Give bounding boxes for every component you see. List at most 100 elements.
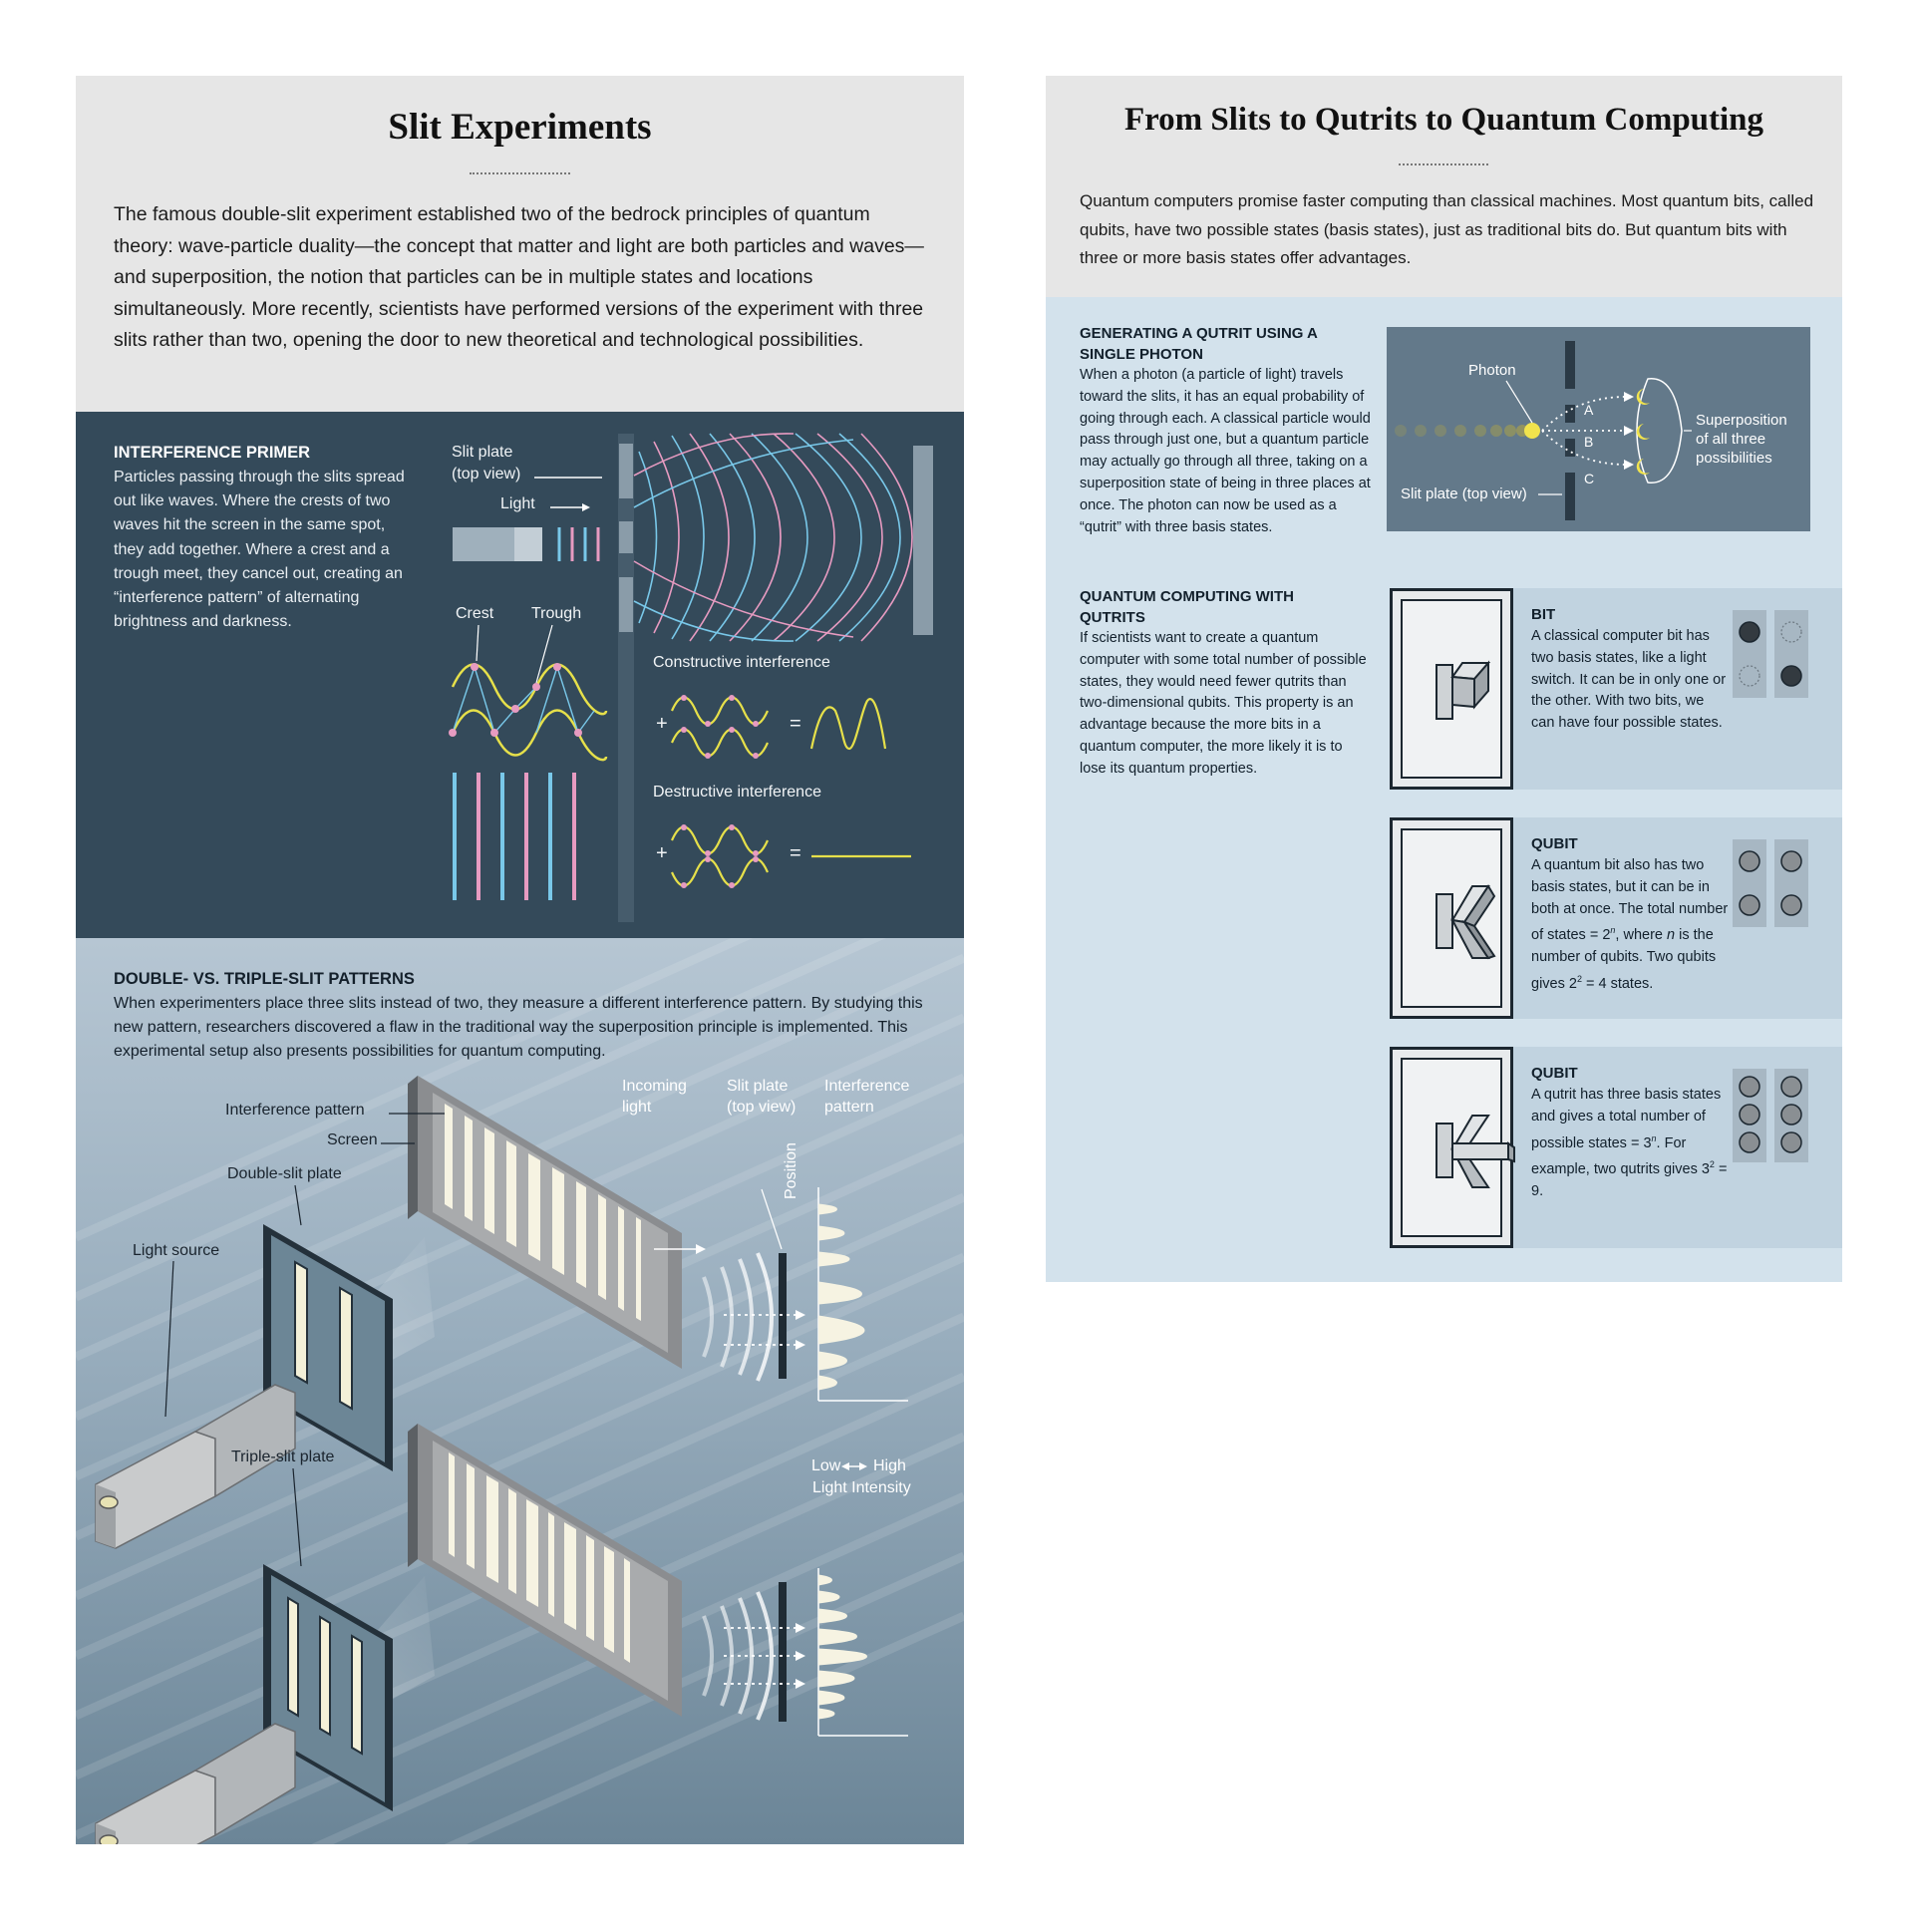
slit-c-label: C	[1584, 471, 1595, 486]
bit-state-col-2	[1774, 610, 1808, 698]
destructive-waves	[670, 825, 911, 887]
light-source-label: Light source	[133, 1242, 220, 1259]
light-source-upper	[95, 1384, 296, 1549]
right-body: GENERATING A QUTRIT USING A SINGLE PHOTO…	[1046, 297, 1842, 1282]
qubit-state-col-2	[1774, 839, 1808, 927]
slitplate-topview-sublabel: (top view)	[727, 1099, 797, 1116]
photon-dot	[1524, 423, 1540, 439]
slit-plate-label: Slit plate	[452, 444, 513, 461]
slit-1	[294, 1260, 308, 1385]
switch-three-icon	[1436, 1115, 1515, 1188]
primer-diagram	[449, 433, 933, 922]
qutrit-state-col-2	[1774, 1069, 1808, 1162]
plus-sign-2: +	[656, 842, 668, 864]
qutrit-heading-line1: GENERATING A QUTRIT USING A	[1080, 325, 1318, 342]
left-header: Slit Experiments The famous double-slit …	[76, 76, 964, 412]
right-intro-text: Quantum computers promise faster computi…	[1080, 191, 1814, 267]
plus-sign: +	[656, 713, 668, 735]
light-arrow-head	[582, 503, 590, 511]
light-intensity-label: Light Intensity	[812, 1479, 911, 1496]
qubit-heading: QUBIT	[1531, 835, 1578, 852]
upper-screen-fringes	[445, 1104, 641, 1321]
crest-trough-waves	[451, 663, 608, 762]
trough-label: Trough	[531, 605, 582, 622]
left-title: Slit Experiments	[388, 107, 652, 148]
constructive-dots	[681, 695, 759, 759]
quantum-computing-panel: From Slits to Qutrits to Quantum Computi…	[1046, 76, 1842, 1282]
photon-diagram: Photon A B C Slit plate (top view) Super…	[1387, 327, 1810, 531]
incoming-label: Incoming	[622, 1078, 687, 1095]
interference-bars	[453, 773, 576, 900]
light-label: Light	[500, 495, 535, 512]
constructive-label: Constructive interference	[653, 654, 830, 671]
interference-primer-section: INTERFERENCE PRIMER Particles passing th…	[76, 412, 964, 938]
switch-frame-3	[1390, 1047, 1515, 1248]
title-divider	[470, 172, 570, 174]
wavefront-arcs	[633, 433, 913, 642]
slit-plate-sublabel: (top view)	[452, 466, 521, 483]
incoming-sublabel: light	[622, 1099, 652, 1116]
double-triple-diagram	[76, 938, 964, 1844]
slit-a-label: A	[1584, 402, 1594, 418]
slit-experiments-panel: Slit Experiments The famous double-slit …	[76, 76, 964, 1844]
qubit-text: A quantum bit also has two basis states,…	[1531, 857, 1729, 992]
constructive-waves	[670, 696, 887, 758]
left-intro-text: The famous double-slit experiment establ…	[114, 203, 924, 352]
slit-2	[339, 1286, 353, 1411]
primer-text: Particles passing through the slits spre…	[114, 469, 405, 631]
lower-screen-fringes	[449, 1452, 630, 1663]
detection-screen	[913, 446, 933, 635]
computing-heading-line1: QUANTUM COMPUTING WITH	[1080, 588, 1294, 605]
photon-trail	[1395, 425, 1538, 437]
patterns-heading: DOUBLE- VS. TRIPLE-SLIT PATTERNS	[114, 970, 415, 988]
computing-text: If scientists want to create a quantum c…	[1080, 630, 1367, 777]
qubit-card: QUBIT A quantum bit also has two basis s…	[1390, 817, 1842, 1019]
double-slit-plate-label: Double-slit plate	[227, 1165, 342, 1182]
patterns-text: When experimenters place three slits ins…	[114, 995, 923, 1061]
qutrit-card-text: A qutrit has three basis states and give…	[1531, 1087, 1728, 1199]
switch-up-icon	[1436, 660, 1491, 720]
qubit-state-col-1	[1733, 839, 1766, 927]
right-title: From Slits to Qutrits to Quantum Computi…	[1123, 102, 1764, 138]
interference-pattern-label: Interference pattern	[225, 1102, 365, 1119]
destructive-label: Destructive interference	[653, 784, 821, 801]
crest-label: Crest	[456, 605, 494, 622]
light-source-lower	[95, 1723, 296, 1844]
qutrit-heading: QUBIT	[1531, 1065, 1578, 1082]
superposition-label-2: of all three	[1696, 431, 1766, 448]
double-triple-slit-section: DOUBLE- VS. TRIPLE-SLIT PATTERNS When ex…	[76, 938, 964, 1844]
background-stripes	[76, 938, 964, 1844]
switch-frame-2	[1390, 817, 1513, 1019]
bit-text: A classical computer bit has two basis s…	[1531, 628, 1727, 732]
screen-label: Screen	[327, 1131, 378, 1148]
qutrit-state-col-1	[1733, 1069, 1766, 1162]
superposition-dots	[1636, 389, 1650, 475]
position-axis-label: Position	[783, 1142, 799, 1199]
superposition-label-3: possibilities	[1696, 450, 1772, 467]
upper-topview	[654, 1187, 908, 1470]
slit-b-label: B	[1584, 434, 1594, 450]
qutrit-heading-line2: SINGLE PHOTON	[1080, 346, 1203, 363]
crest-connectors	[452, 666, 595, 734]
computing-heading-line2: QUTRITS	[1080, 609, 1145, 626]
equals-sign-2: =	[790, 842, 801, 864]
high-label: High	[873, 1457, 906, 1474]
equals-sign: =	[790, 713, 801, 735]
slitplate-topview-label: Slit plate	[727, 1078, 789, 1095]
lower-topview	[702, 1568, 908, 1737]
bit-state-col-1	[1733, 610, 1766, 698]
crest-dots	[449, 663, 582, 737]
bit-heading: BIT	[1531, 606, 1556, 623]
slit-plate-topview-label: Slit plate (top view)	[1401, 485, 1527, 502]
right-title-divider	[1399, 163, 1488, 165]
superposition-label-1: Superposition	[1696, 412, 1787, 429]
switch-both-icon	[1436, 884, 1496, 960]
photon-label: Photon	[1468, 362, 1516, 379]
qutrit-text: When a photon (a particle of light) trav…	[1080, 367, 1371, 535]
pattern-sublabel: pattern	[824, 1099, 874, 1116]
qutrit-card: QUBIT A qutrit has three basis states an…	[1390, 1047, 1842, 1248]
slit-plate	[618, 434, 634, 922]
right-header: From Slits to Qutrits to Quantum Computi…	[1046, 76, 1842, 297]
bit-card: BIT A classical computer bit has two bas…	[1390, 588, 1842, 790]
photon-paths	[1541, 396, 1627, 466]
